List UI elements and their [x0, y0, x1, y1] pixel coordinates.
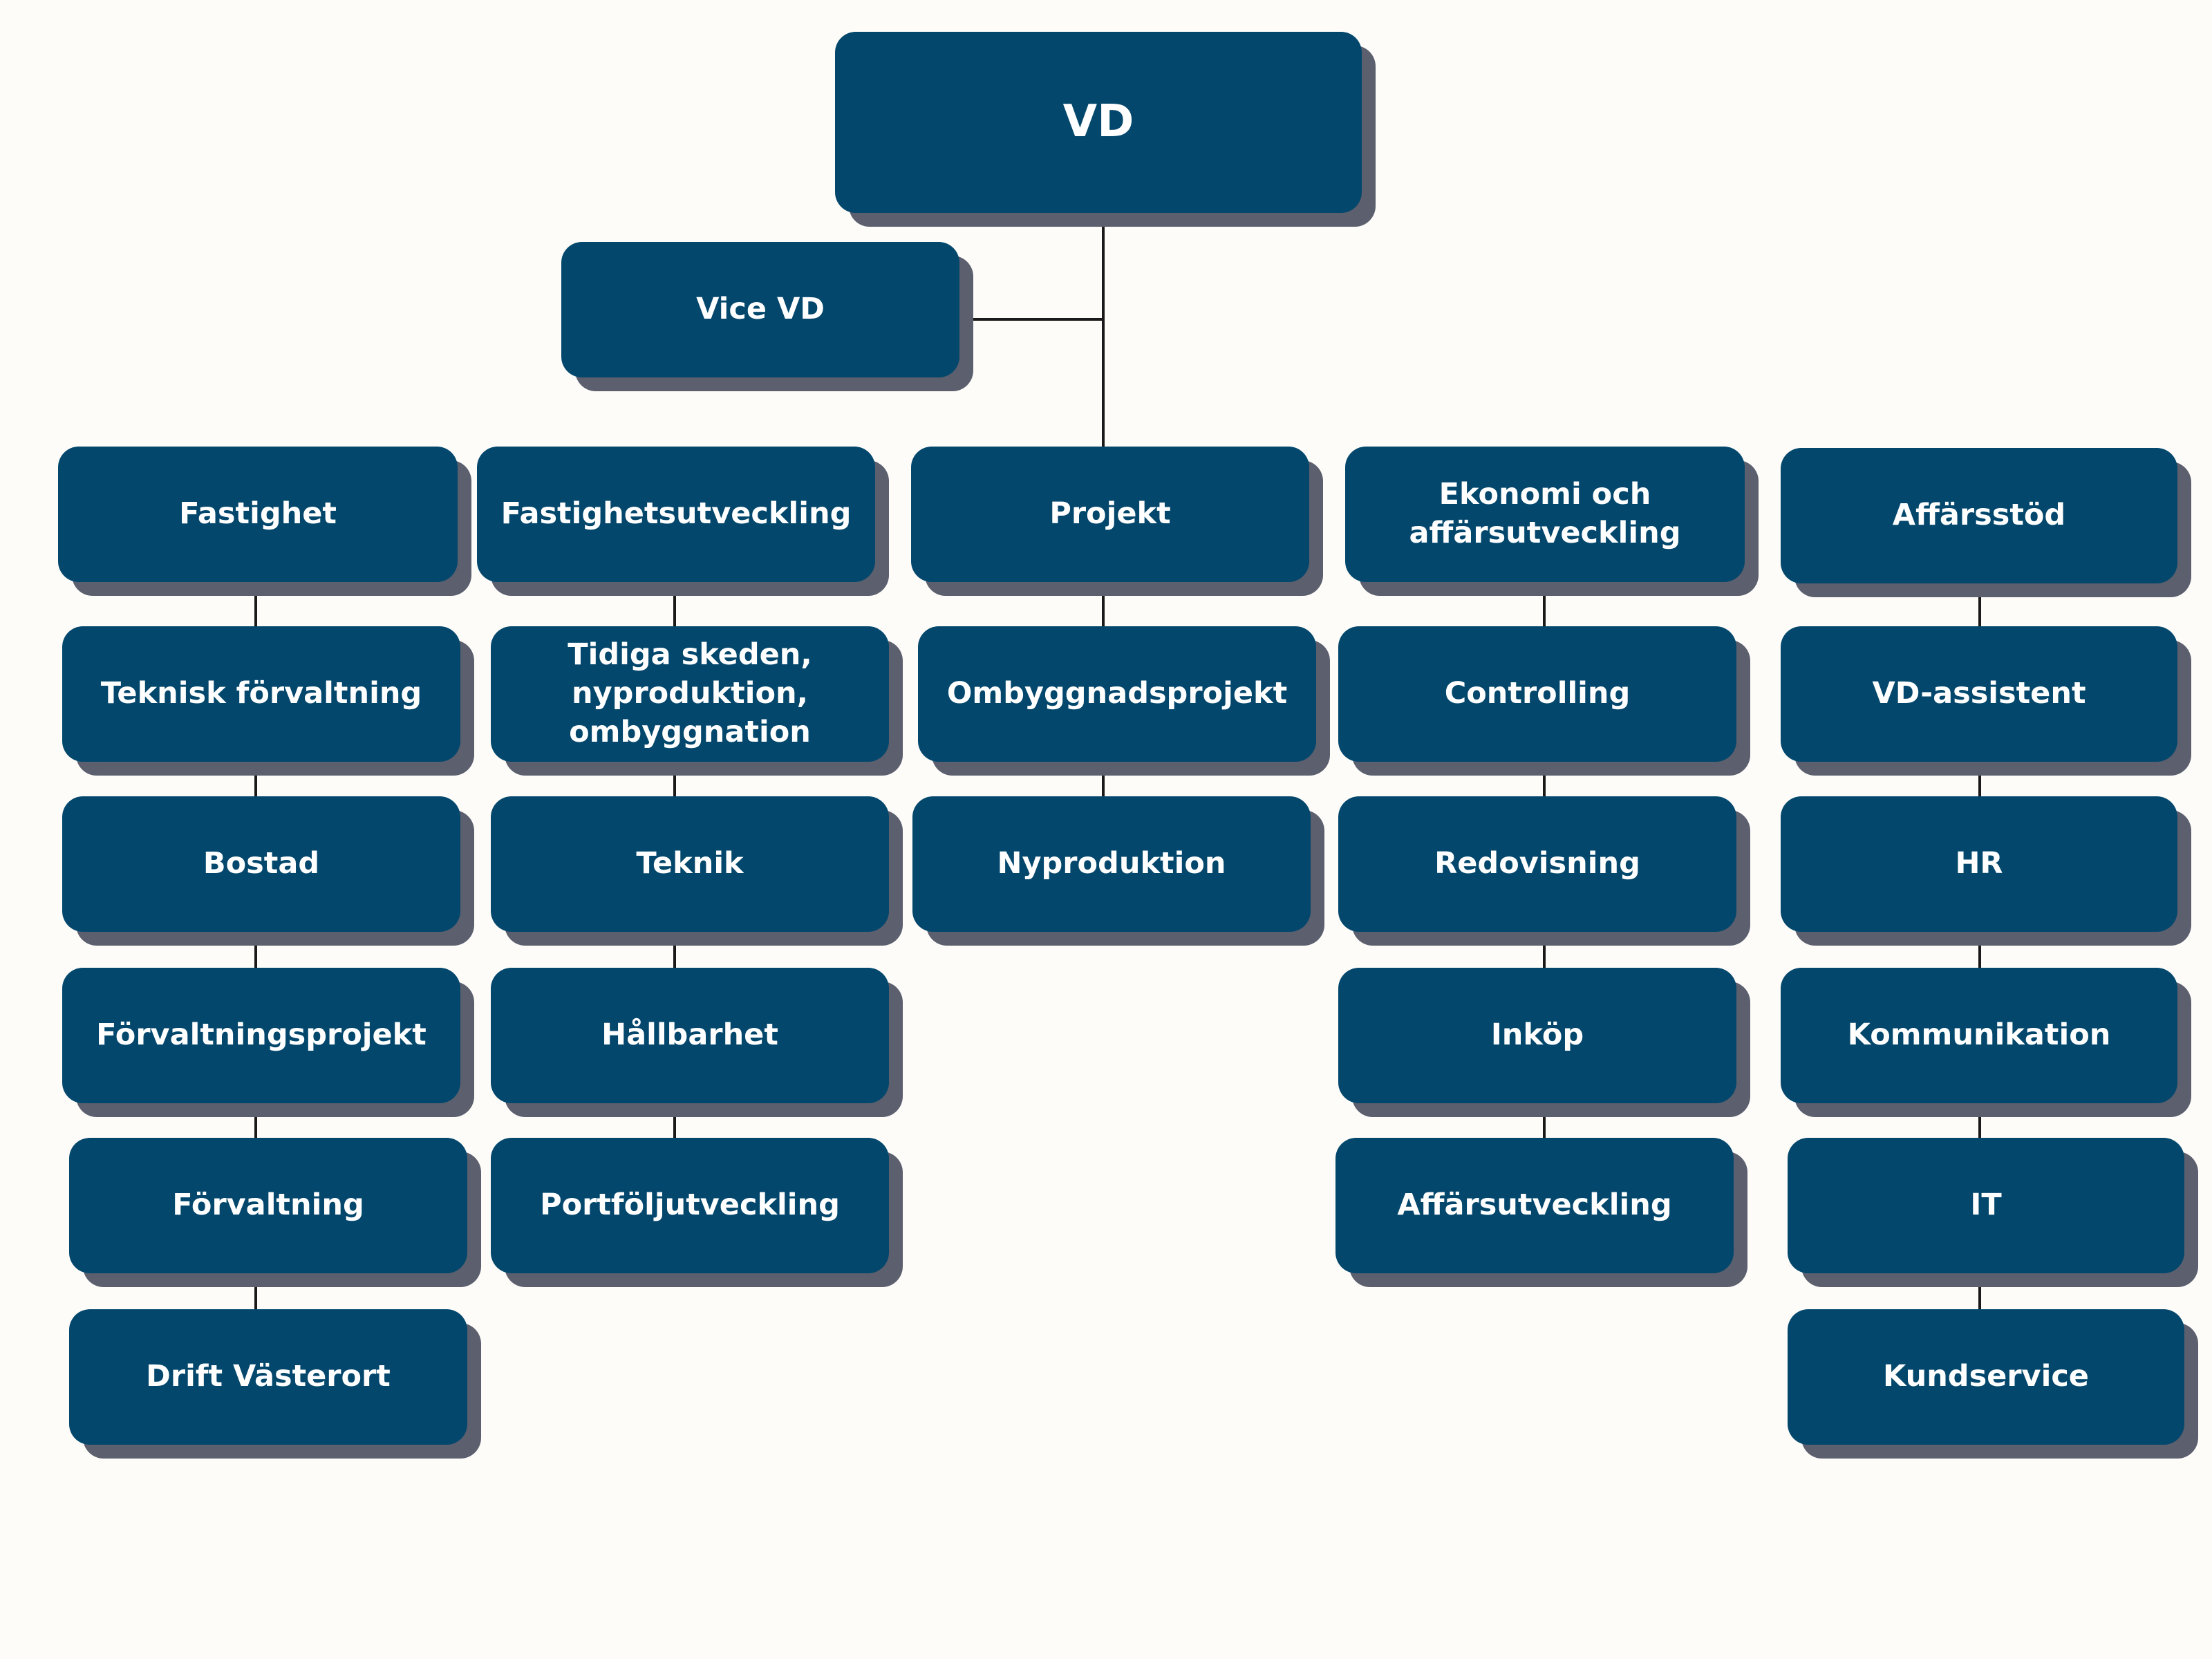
node-unit: Affärsutveckling	[1335, 1138, 1734, 1273]
node-unit: Controlling	[1338, 626, 1736, 762]
node-unit: HR	[1781, 796, 2177, 932]
node-unit: Nyproduktion	[912, 796, 1311, 932]
node-deputy: Vice VD	[561, 242, 959, 377]
node-unit: Tidiga skeden, nyproduktion, ombyggnatio…	[491, 626, 889, 762]
node-unit: Hållbarhet	[491, 968, 889, 1103]
node-unit: VD-assistent	[1781, 626, 2177, 762]
node-unit: Kommunikation	[1781, 968, 2177, 1103]
node-unit: Förvaltning	[69, 1138, 467, 1273]
node-unit: Kundservice	[1788, 1309, 2184, 1445]
node-unit: Bostad	[62, 796, 460, 932]
node-head-ekonomi: Ekonomi och affärsutveckling	[1345, 447, 1745, 582]
node-head-projekt: Projekt	[911, 447, 1309, 582]
node-head-fastighet: Fastighet	[58, 447, 458, 582]
node-unit: Teknisk förvaltning	[62, 626, 460, 762]
node-head-affarsstod: Affärsstöd	[1781, 448, 2177, 583]
node-unit: Teknik	[491, 796, 889, 932]
node-unit: IT	[1788, 1138, 2184, 1273]
node-unit: Ombyggnadsprojekt	[918, 626, 1316, 762]
node-unit: Inköp	[1338, 968, 1736, 1103]
node-unit: Portföljutveckling	[491, 1138, 889, 1273]
node-unit: Drift Västerort	[69, 1309, 467, 1445]
node-unit: Förvaltningsprojekt	[62, 968, 460, 1103]
node-unit: Redovisning	[1338, 796, 1736, 932]
node-head-fastighetsutveckling: Fastighetsutveckling	[477, 447, 875, 582]
node-root: VD	[835, 32, 1362, 213]
